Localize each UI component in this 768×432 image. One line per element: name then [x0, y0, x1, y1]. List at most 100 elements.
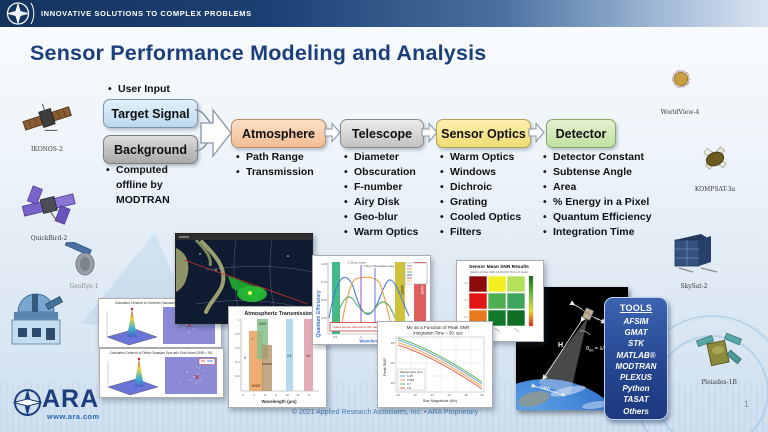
satellite-quickbird: QuickBird-2 — [16, 180, 82, 242]
tool-item: Others — [623, 406, 649, 416]
band-label: L — [252, 337, 254, 341]
svg-text:12: 12 — [413, 393, 417, 397]
page-title: Sensor Performance Modeling and Analysis — [30, 41, 487, 65]
ara-logo-icon — [13, 388, 42, 417]
satellite-icon — [703, 146, 727, 170]
svg-text:6: 6 — [264, 393, 266, 397]
satellite-icon — [64, 239, 95, 276]
atmosphere-bullets: Path Range Transmission — [236, 150, 314, 180]
observatory-icon — [11, 293, 64, 345]
flow-box-atmosphere: Atmosphere — [231, 119, 326, 148]
satellite-skysat: SkySat-2 — [666, 228, 722, 290]
satellite-pleiades: Pleiades-1B — [690, 330, 748, 386]
svg-text:0.5: 0.5 — [333, 335, 338, 339]
tool-item: PLEXUS — [619, 373, 652, 383]
top-banner: INNOVATIVE SOLUTIONS TO COMPLEX PROBLEMS — [0, 0, 768, 27]
legend-title: Wavelengths (μm) — [400, 370, 423, 374]
svg-text:18: 18 — [464, 393, 468, 397]
band-label: LWIR — [259, 322, 267, 326]
svg-text:10¹: 10¹ — [391, 381, 395, 385]
satellite-icon — [21, 185, 76, 225]
arrow-icon — [324, 122, 341, 143]
annotation-note: Glass lenses transmit in this range — [333, 325, 381, 329]
svg-text:16: 16 — [447, 393, 451, 397]
svg-text:0.2: 0.2 — [235, 374, 240, 378]
svg-text:0.45: 0.45 — [407, 374, 413, 378]
chart-title: Atmospheric Transmission — [244, 311, 313, 317]
satellite-label: QuickBird-2 — [30, 235, 68, 242]
page-number: 1 — [744, 399, 750, 409]
svg-text:0.50: 0.50 — [321, 298, 327, 302]
satellite-icon — [674, 234, 718, 273]
chart-subtitle: Starting 24 Nov 2021 12:00:00 UTC for 24… — [470, 270, 528, 274]
tool-item: TASAT — [623, 395, 649, 405]
satellite-label: Pleiades-1B — [701, 379, 737, 386]
svg-text:8: 8 — [275, 393, 277, 397]
flow-box-telescope: Telescope — [340, 119, 424, 148]
annotation: 1.55 μm Bandpass Laser — [363, 264, 394, 268]
svg-text:0.8: 0.8 — [407, 386, 411, 390]
ara-url: www.ara.com — [47, 412, 100, 421]
satellite-icon — [22, 103, 72, 131]
band-label: MWIR — [400, 285, 404, 295]
arrow-icon — [528, 122, 545, 143]
svg-text:1: 1 — [360, 335, 362, 339]
tool-item: MATLAB® — [616, 350, 656, 360]
satellite-label: SkySat-2 — [680, 283, 708, 290]
tool-item: GMAT — [624, 328, 648, 338]
grd-label: GRD — [540, 384, 552, 392]
atmospheric-transmission-chart: Atmospheric Transmission K L LWIR WSWIR … — [228, 306, 327, 408]
svg-text:12: 12 — [296, 393, 300, 397]
svg-text:0.75: 0.75 — [321, 280, 327, 284]
flow-box-target-signal: Target Signal — [103, 99, 198, 128]
svg-text:0.6: 0.6 — [235, 346, 240, 350]
satellite-label: KOMPSAT-3a — [694, 186, 736, 193]
svg-text:20: 20 — [480, 393, 484, 397]
theta-label: θlim = λ/D — [586, 346, 608, 353]
band-label: N2 — [306, 354, 311, 358]
svg-text:10³: 10³ — [391, 341, 395, 345]
svg-text:0.8: 0.8 — [235, 332, 240, 336]
tools-panel: TOOLS AFSIM GMAT STK MATLAB® MODTRAN PLE… — [604, 297, 668, 420]
band-label: K — [244, 356, 247, 360]
banner-tagline: INNOVATIVE SOLUTIONS TO COMPLEX PROBLEMS — [41, 9, 252, 18]
snr-heatmap-chart: Sensor Mean SNR Results Starting 24 Nov … — [456, 260, 544, 342]
sensor-optics-bullets: Warm Optics Windows Dichroic Grating Coo… — [440, 150, 521, 240]
flow-box-background: Background — [103, 135, 198, 164]
tools-list: AFSIM GMAT STK MATLAB® MODTRAN PLEXUS Py… — [605, 316, 667, 417]
detector-bullets: Detector Constant Subtense Angle Area % … — [543, 150, 652, 240]
background-note: Computed offline by MODTRAN — [106, 163, 190, 208]
y-axis-label: Peak SNR — [383, 358, 387, 376]
telescope-bullets: Diameter Obscuration F-number Airy Disk … — [344, 150, 418, 240]
satellite-icon — [671, 69, 690, 89]
annotation: 1.06 μm Laser — [348, 261, 366, 265]
satellite-label: IKONOS-2 — [31, 146, 63, 153]
satellite-ikonos: IKONOS-2 — [14, 93, 80, 153]
band-label: LWIR — [420, 286, 424, 295]
centroid-chart-bottom: Calculated Centroid of Offset Gaussian S… — [99, 348, 224, 398]
satellite-geoeye: GeoEye-1 — [62, 239, 106, 290]
svg-text:1: 1 — [238, 318, 240, 322]
merge-arrow-icon — [194, 108, 232, 158]
satellite-icon — [696, 332, 742, 367]
svg-text:10: 10 — [396, 393, 400, 397]
x-axis-label: Wavelength (μm) — [261, 399, 297, 404]
tools-heading: TOOLS — [619, 303, 653, 313]
svg-text:2: 2 — [242, 393, 244, 397]
h-label: H — [558, 342, 563, 349]
band-label: MWIR — [252, 384, 262, 388]
svg-text:10: 10 — [285, 393, 289, 397]
chart-title: Mv as a Function of Peak SNR — [407, 325, 470, 330]
satellite-label: GeoEye-1 — [69, 283, 99, 290]
tool-item: MODTRAN — [615, 361, 657, 371]
chart-title: Calculated Centroid of Centered Gaussian… — [115, 301, 206, 305]
svg-text:4: 4 — [253, 393, 255, 397]
arrow-icon — [421, 122, 438, 143]
y-axis-label: Quantum Efficiency — [316, 290, 322, 337]
svg-text:0.4: 0.4 — [235, 360, 240, 364]
satellite-kompsat: KOMPSAT-3a — [688, 135, 742, 193]
mv-snr-chart: Mv as a Function of Peak SNR Integration… — [377, 321, 493, 408]
flow-box-detector: Detector — [546, 119, 616, 148]
svg-text:10²: 10² — [391, 361, 395, 365]
